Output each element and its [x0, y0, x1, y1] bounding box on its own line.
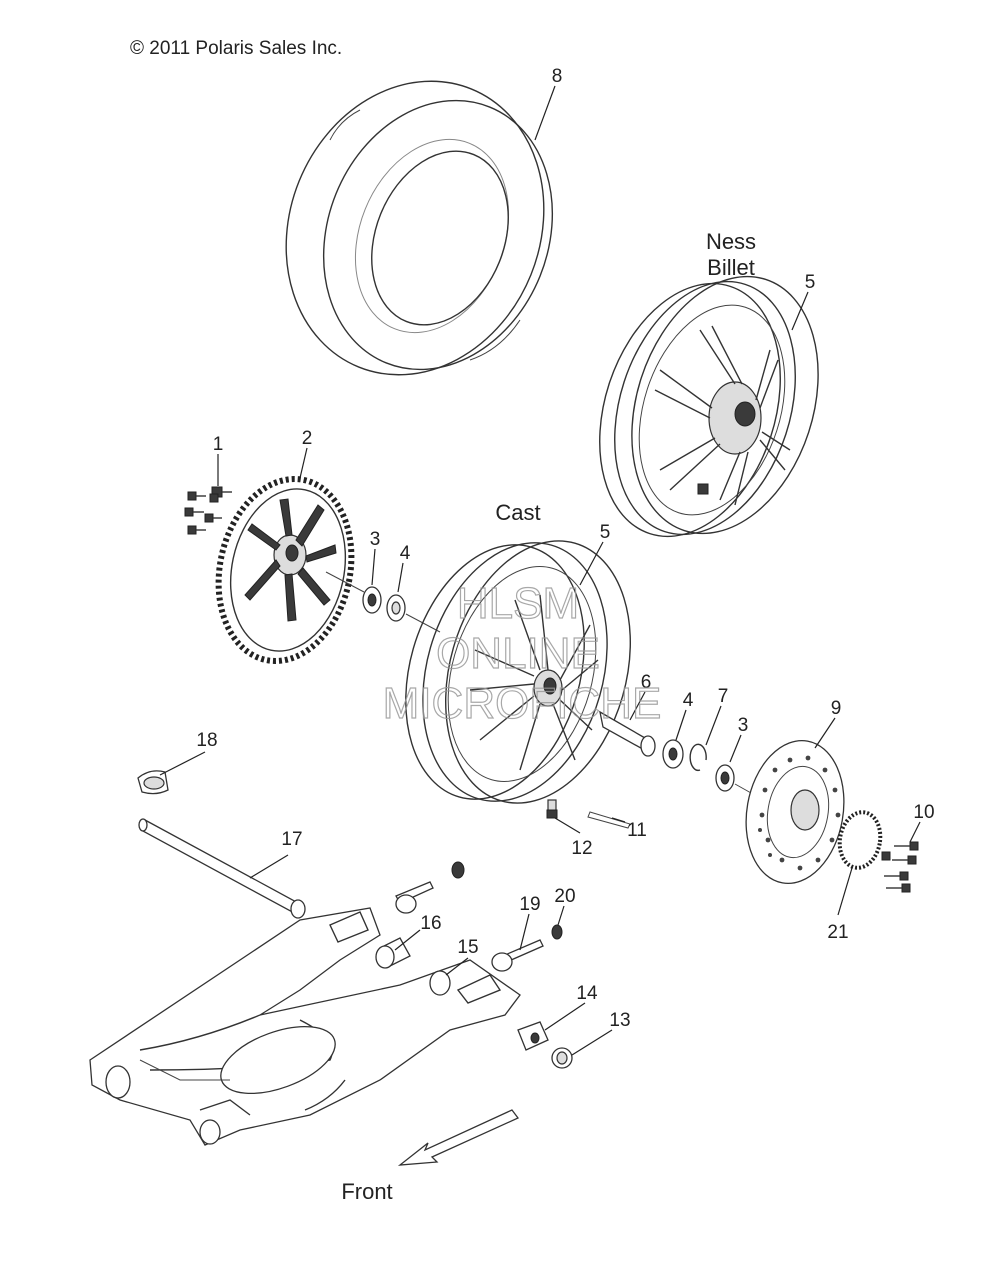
cast-wheel-part	[405, 540, 632, 804]
callout-3: 3	[370, 529, 381, 550]
watermark-line-2: ONLINE	[436, 629, 600, 678]
front-arrow	[397, 1109, 520, 1166]
callout-21: 21	[827, 922, 848, 943]
tire-part	[285, 80, 554, 376]
callout-5-cast: 5	[600, 522, 611, 543]
bolt-group-10	[881, 841, 919, 893]
callout-15: 15	[457, 937, 478, 958]
heading-cast: Cast	[495, 500, 540, 525]
callout-18: 18	[196, 730, 217, 751]
circlip-part	[689, 743, 707, 772]
copyright-text: © 2011 Polaris Sales Inc.	[130, 38, 342, 59]
callout-6: 6	[641, 672, 652, 693]
callout-5-ness: 5	[805, 272, 816, 293]
callouts: 1 2 3 4 5 5 3 4 6 4 7 3 8 9 10 11 12 13 …	[196, 66, 934, 1031]
callout-1: 1	[213, 434, 224, 455]
valve-part	[546, 799, 558, 819]
callout-12: 12	[571, 838, 592, 859]
callout-13: 13	[609, 1010, 630, 1031]
axle-part	[138, 818, 306, 919]
nut-part	[451, 861, 465, 879]
callout-4: 4	[400, 543, 411, 564]
watermark-line-3: MICROFICHE	[383, 679, 662, 728]
heading-billet: Billet	[707, 255, 755, 280]
leader-lines	[159, 85, 921, 1056]
bolt-group-1	[184, 486, 232, 535]
callout-9: 9	[831, 698, 842, 719]
callout-17: 17	[281, 829, 302, 850]
sprocket-part	[215, 476, 355, 664]
callout-2: 2	[302, 428, 313, 449]
heading-ness: Ness	[706, 229, 756, 254]
brake-disc-part	[745, 739, 845, 885]
watermark: HLSM ONLINE MICROFICHE	[382, 578, 662, 728]
abs-ring-part	[837, 810, 883, 870]
callout-19: 19	[519, 894, 540, 915]
callout-8: 8	[552, 66, 563, 87]
callout-7: 7	[718, 686, 729, 707]
callout-20: 20	[554, 886, 575, 907]
spacer-part-15	[429, 970, 451, 996]
swingarm-part	[89, 907, 521, 1146]
ness-billet-wheel-part	[599, 275, 819, 538]
callout-14: 14	[576, 983, 598, 1004]
balance-weight-part	[587, 811, 631, 829]
callout-4-right: 4	[683, 690, 694, 711]
callout-3-right: 3	[738, 715, 749, 736]
callout-10: 10	[913, 802, 934, 823]
heading-front: Front	[341, 1179, 392, 1204]
callout-11: 11	[627, 820, 647, 841]
spacer-part	[599, 710, 656, 757]
nut-part-20	[551, 924, 563, 940]
watermark-line-1: HLSM	[457, 579, 579, 628]
callout-16: 16	[420, 913, 441, 934]
